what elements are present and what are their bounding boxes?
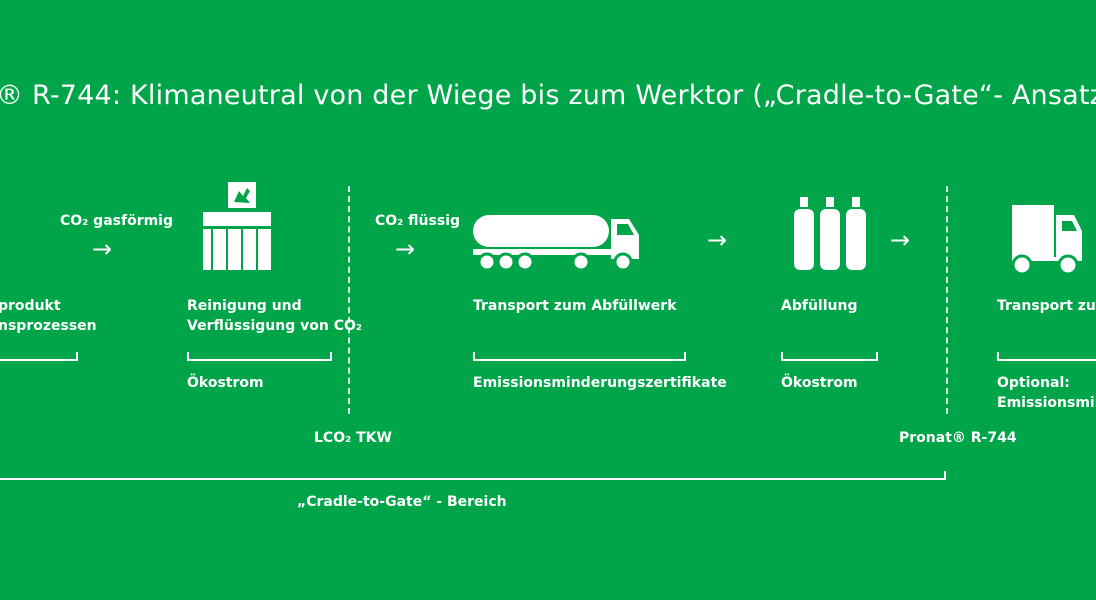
scope-label: „Cradle-to-Gate“ - Bereich [297,494,507,510]
boundary-line-pronat [946,186,948,414]
tanker-truck-icon [473,215,639,271]
gas-cylinders-icon [794,197,866,270]
arrow-1: → [92,235,113,263]
flow-label-liquid: CO₂ flüssig [375,213,461,229]
step-3-label: Abfüllung [781,298,858,314]
step-3-note: Ökostrom [781,375,858,391]
step-1-note: Ökostrom [187,375,264,391]
arrow-2: → [395,235,416,263]
step-1-bracket [187,352,332,361]
step-2-note: Emissionsminderungszertifikate [473,375,727,391]
step-0-label-line2: nsprozessen [0,318,97,334]
step-1-label-line2: Verflüssigung von CO₂ [187,318,363,334]
step-1-label-line1: Reinigung und [187,298,302,314]
step-2-label: Transport zum Abfüllwerk [473,298,677,314]
arrow-3: → [707,226,728,254]
plant-icon [203,182,271,270]
boundary-label-pronat: Pronat® R-744 [899,430,1017,446]
scope-bracket [0,471,946,480]
step-4-note-line2: Emissionsmind [997,395,1096,411]
step-0-bracket [0,352,78,361]
arrow-4: → [890,226,911,254]
boundary-label-lco2: LCO₂ TKW [314,430,392,446]
step-4-note-line1: Optional: [997,375,1070,391]
delivery-truck-icon [1012,205,1082,275]
boundary-line-lco2 [348,186,350,414]
step-3-bracket [781,352,878,361]
step-4-label: Transport zum [997,298,1096,314]
step-2-bracket [473,352,686,361]
flow-label-gaseous: CO₂ gasförmig [60,213,174,229]
page-title: ® R-744: Klimaneutral von der Wiege bis … [0,80,1096,111]
step-0-label-line1: produkt [0,298,61,314]
step-4-bracket [997,352,1096,361]
